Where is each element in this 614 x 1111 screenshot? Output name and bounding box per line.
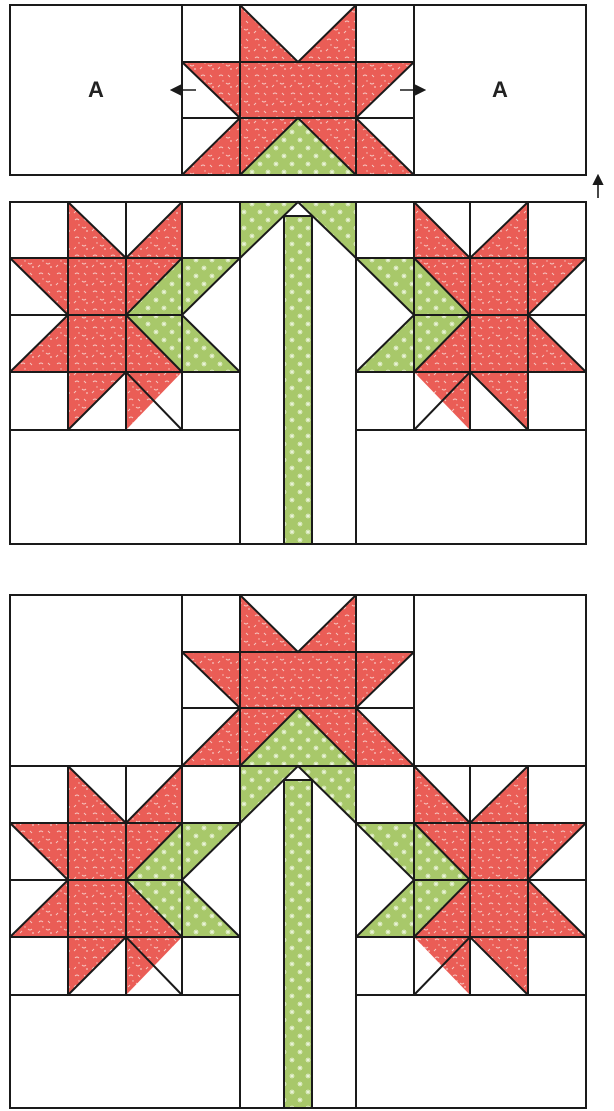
unit-a-label-right: A (492, 77, 508, 102)
top-flower-fabric (182, 5, 414, 175)
unit-a-label-left: A (88, 77, 104, 102)
finished-block (10, 595, 586, 1108)
step-top-row: A A (10, 5, 598, 198)
finished-block-fabric (10, 595, 586, 1108)
step-bottom-row (10, 202, 586, 544)
